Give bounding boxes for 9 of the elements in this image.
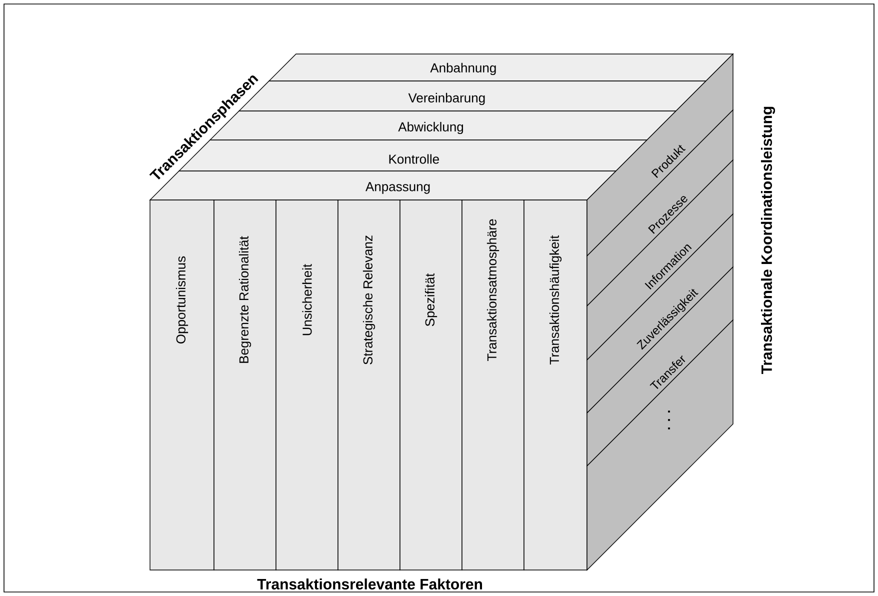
axis-title: Transaktionsrelevante Faktoren — [257, 578, 482, 590]
factor-column: Spezifität — [400, 200, 462, 570]
axis-title: Transaktionale Koordinationsleistung — [760, 106, 776, 374]
factor-column: Transaktionshäufigkeit — [524, 200, 588, 570]
factor-column: Strategische Relevanz — [338, 200, 400, 570]
factor-column: Begrenzte Rationalität — [214, 200, 276, 570]
factor-column: Transaktionsatmosphäre — [462, 200, 524, 570]
factor-column: Opportunismus — [150, 200, 214, 570]
factor-column: Unsicherheit — [276, 200, 338, 570]
